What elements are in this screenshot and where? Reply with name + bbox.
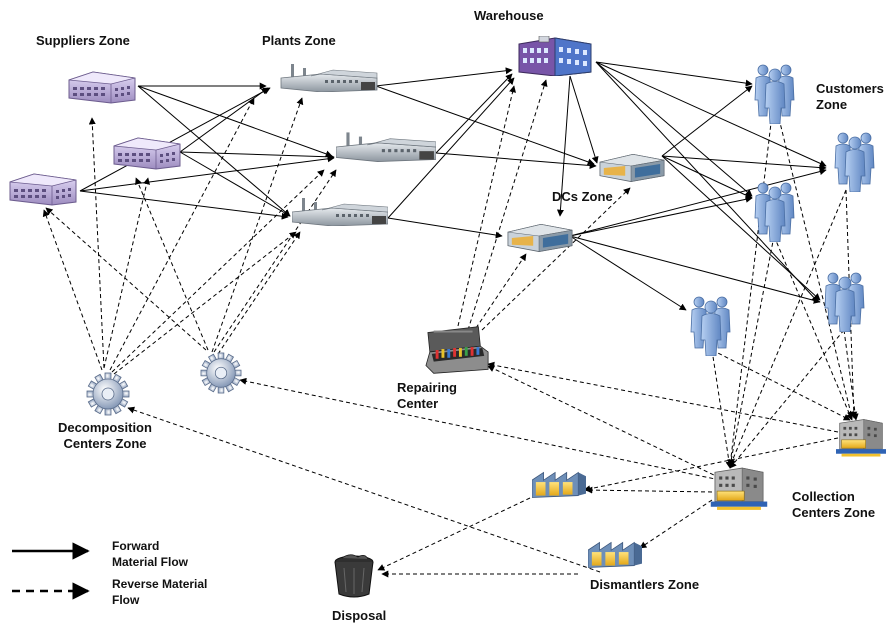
dismantlers-zone-label: Dismantlers Zone (590, 577, 700, 592)
repairing-label-line1: Repairing (397, 380, 457, 395)
customer-group-icon (754, 182, 795, 242)
supplier-building-icon (9, 173, 77, 206)
decomposition-label-line2: Centers Zone (63, 436, 147, 451)
distribution-center-icon (599, 153, 665, 182)
legend-forward-line1: Forward (112, 539, 160, 553)
legend-forward-line2: Material Flow (112, 555, 189, 569)
decomposition-centers-label: Decomposition Centers Zone (50, 420, 160, 452)
factory-icon (280, 64, 378, 92)
dismantler-building-icon (588, 541, 642, 568)
gear-icon (86, 372, 130, 416)
factory-icon (336, 132, 436, 162)
toolbox-icon (425, 326, 489, 374)
trash-bin-icon (334, 554, 374, 598)
forward-flow-arrows (79, 61, 827, 311)
customer-group-icon (824, 272, 865, 332)
warehouse-label: Warehouse (474, 8, 544, 23)
decomposition-label-line1: Decomposition (58, 420, 152, 435)
customer-group-icon (834, 132, 875, 192)
legend-forward-text: Forward Material Flow (112, 538, 188, 570)
customer-group-icon (690, 296, 731, 356)
collection-building-icon (836, 418, 886, 458)
collection-centers-label: Collection Centers Zone (792, 489, 875, 521)
supplier-building-icon (113, 137, 181, 170)
repairing-center-label: Repairing Center (397, 380, 457, 412)
legend-reverse-text: Reverse Material Flow (112, 576, 207, 608)
supplier-building-icon (68, 71, 136, 104)
suppliers-zone-label: Suppliers Zone (36, 33, 130, 48)
legend-reverse-line1: Reverse Material (112, 577, 208, 591)
dismantler-building-icon (532, 471, 586, 498)
disposal-label: Disposal (332, 608, 387, 623)
collection-label-line2: Centers Zone (792, 505, 876, 520)
customers-label-line2: Zone (816, 97, 848, 112)
plants-zone-label: Plants Zone (262, 33, 336, 48)
factory-icon (292, 198, 388, 226)
customer-group-icon (754, 64, 795, 124)
collection-building-icon (710, 467, 768, 511)
legend (12, 542, 90, 600)
warehouse-building-icon (518, 36, 592, 76)
customers-label-line1: Customers (816, 81, 884, 96)
dcs-zone-label: DCs Zone (552, 189, 613, 204)
gear-icon (200, 352, 242, 394)
collection-label-line1: Collection (792, 489, 855, 504)
legend-reverse-line2: Flow (112, 593, 140, 607)
repairing-label-line2: Center (397, 396, 439, 411)
distribution-center-icon (507, 223, 573, 252)
customers-zone-label: Customers Zone (816, 81, 884, 113)
